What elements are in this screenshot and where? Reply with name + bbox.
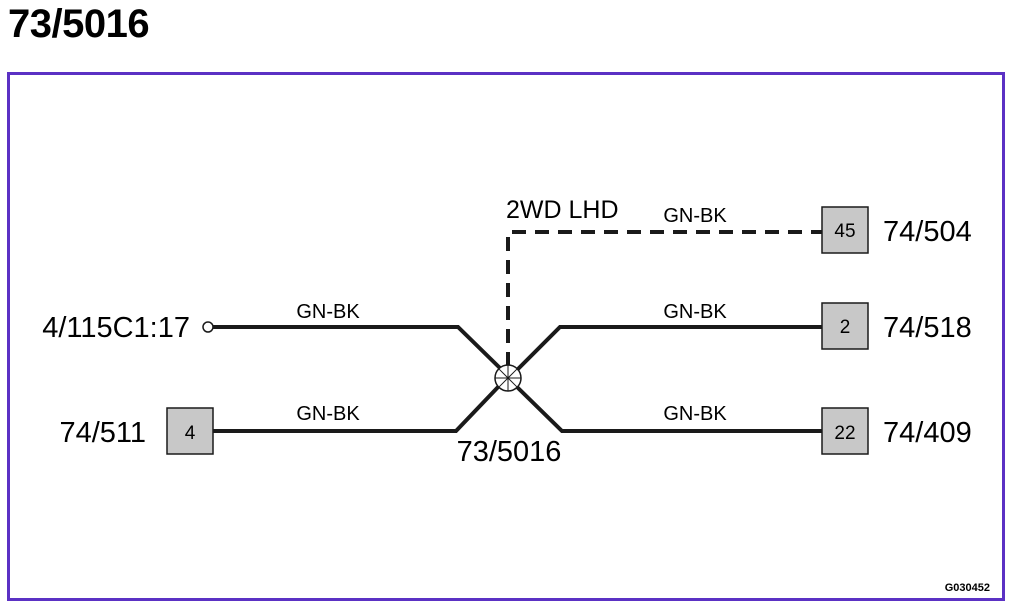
connector-74-409 xyxy=(821,407,869,455)
connector-74-511 xyxy=(166,407,214,455)
ref-right-bottom: 74/409 xyxy=(883,417,972,449)
wire-left-top xyxy=(213,325,505,373)
pin-right-dashed: 45 xyxy=(834,221,855,242)
ref-right-middle: 74/518 xyxy=(883,312,972,344)
pin-right-bottom: 22 xyxy=(834,423,855,444)
ref-right-dashed: 74/504 xyxy=(883,216,972,248)
wire-right-bottom xyxy=(514,384,822,433)
splice-label: 73/5016 xyxy=(457,436,562,468)
wire-right-middle xyxy=(513,325,822,374)
terminal-circle-icon xyxy=(202,321,214,333)
wire-label-dashed: GN-BK xyxy=(663,205,727,227)
pin-right-middle: 2 xyxy=(840,317,851,338)
wire-label-left-top: GN-BK xyxy=(296,301,360,323)
pin-left-bottom: 4 xyxy=(185,423,196,444)
connector-74-504 xyxy=(821,206,869,254)
splice-icon xyxy=(494,364,522,392)
diagram-frame xyxy=(7,72,1005,601)
page-title: 73/5016 xyxy=(8,2,150,46)
wire-label-right-middle: GN-BK xyxy=(663,301,727,323)
figure-code: G030452 xyxy=(945,582,990,594)
connector-74-518 xyxy=(821,302,869,350)
wire-label-right-bottom: GN-BK xyxy=(663,403,727,425)
ref-left-top: 4/115C1:17 xyxy=(42,312,190,344)
variant-label: 2WD LHD xyxy=(506,196,619,224)
wire-dashed-branch xyxy=(506,230,822,366)
wire-label-left-bottom: GN-BK xyxy=(296,403,360,425)
ref-left-bottom: 74/511 xyxy=(59,417,146,449)
wire-left-bottom xyxy=(213,383,502,433)
